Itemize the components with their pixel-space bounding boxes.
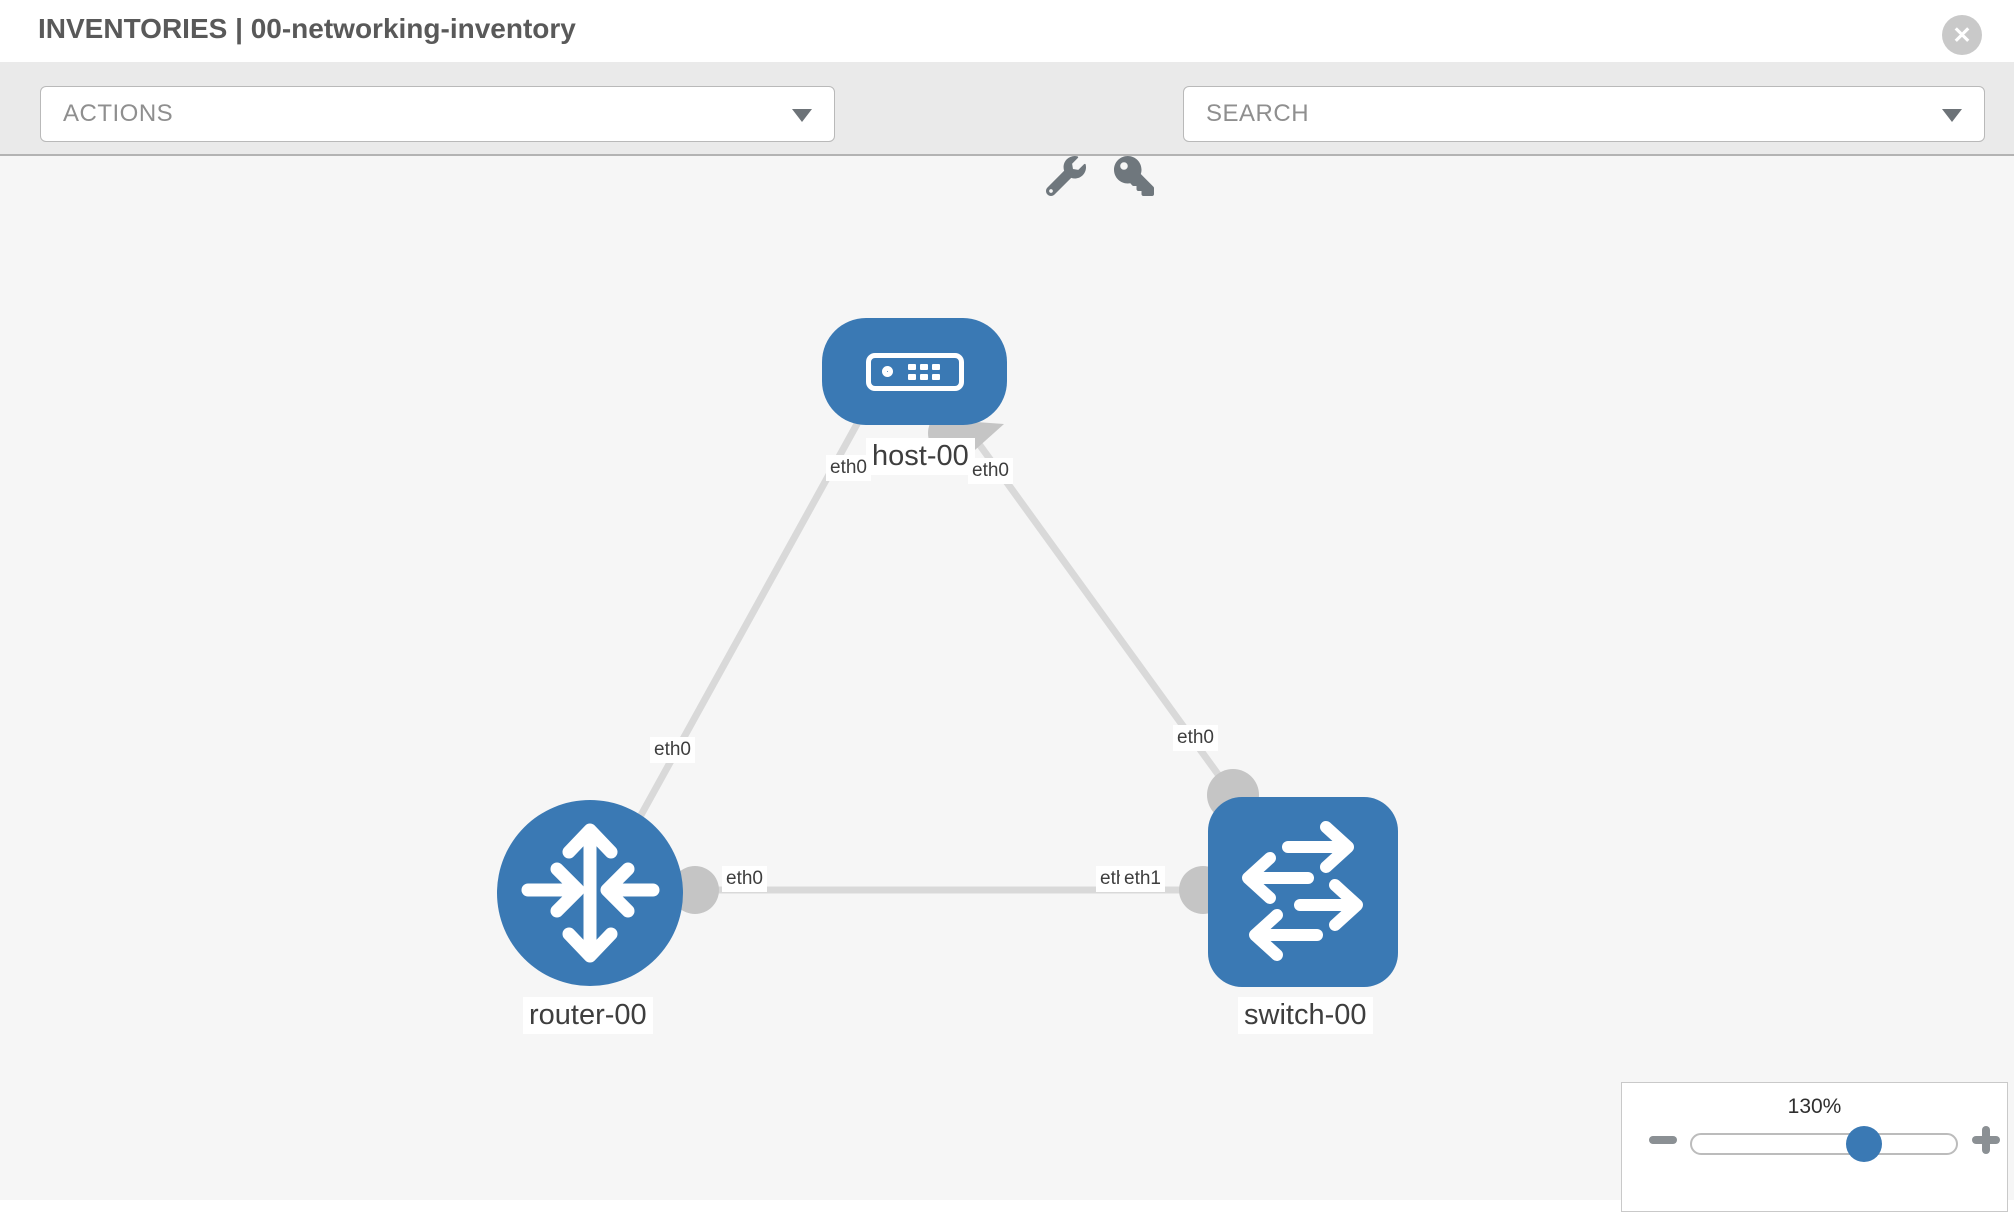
close-button[interactable]: ✕ (1942, 15, 1982, 55)
zoom-slider-track[interactable] (1690, 1126, 1958, 1162)
interface-label: eth0 (968, 458, 1013, 484)
credentials-button[interactable] (1114, 156, 1154, 196)
zoom-slider-thumb[interactable] (1846, 1126, 1882, 1162)
actions-dropdown-label: ACTIONS (63, 100, 174, 127)
interface-label: eth0 (1173, 725, 1218, 751)
interface-label: eth0 (650, 737, 695, 763)
zoom-out-button[interactable] (1649, 1136, 1677, 1144)
connector-dot-router (671, 866, 719, 914)
topology-canvas[interactable] (0, 156, 2014, 1200)
close-icon: ✕ (1952, 21, 1972, 48)
node-switch-00[interactable] (1208, 797, 1398, 987)
zoom-control-panel: 130% (1621, 1082, 2008, 1212)
router-icon (521, 823, 660, 963)
key-icon (1114, 156, 1154, 196)
header: INVENTORIES | 00-networking-inventory ✕ (0, 0, 2014, 62)
interface-label: eth0 (826, 455, 871, 481)
actions-dropdown[interactable]: ACTIONS (40, 86, 835, 142)
search-dropdown[interactable]: SEARCH (1183, 86, 1985, 142)
node-router-00[interactable] (497, 800, 683, 986)
search-dropdown-label: SEARCH (1206, 100, 1310, 127)
switch-icon (1242, 821, 1363, 961)
link-host-router (626, 413, 866, 837)
toolbar: ACTIONS SEARCH (0, 62, 2014, 197)
chevron-down-icon (792, 109, 812, 122)
host-icon (865, 352, 964, 391)
host-icon-ports (907, 363, 940, 380)
node-host-00[interactable] (822, 318, 1007, 425)
zoom-in-button[interactable] (1972, 1126, 2000, 1154)
plus-icon (1982, 1126, 1990, 1154)
node-label-switch: switch-00 (1238, 997, 1373, 1034)
interface-label: eth1 (1120, 866, 1165, 892)
page-title: INVENTORIES | 00-networking-inventory (38, 13, 576, 44)
configure-button[interactable] (1045, 156, 1086, 197)
chevron-down-icon (1942, 109, 1962, 122)
node-label-host: host-00 (866, 438, 975, 475)
interface-label: eth0 (722, 866, 767, 892)
node-label-router: router-00 (523, 997, 653, 1034)
zoom-level-value: 130% (1787, 1095, 1842, 1118)
host-icon-led (881, 366, 893, 377)
wrench-icon (1045, 156, 1086, 197)
